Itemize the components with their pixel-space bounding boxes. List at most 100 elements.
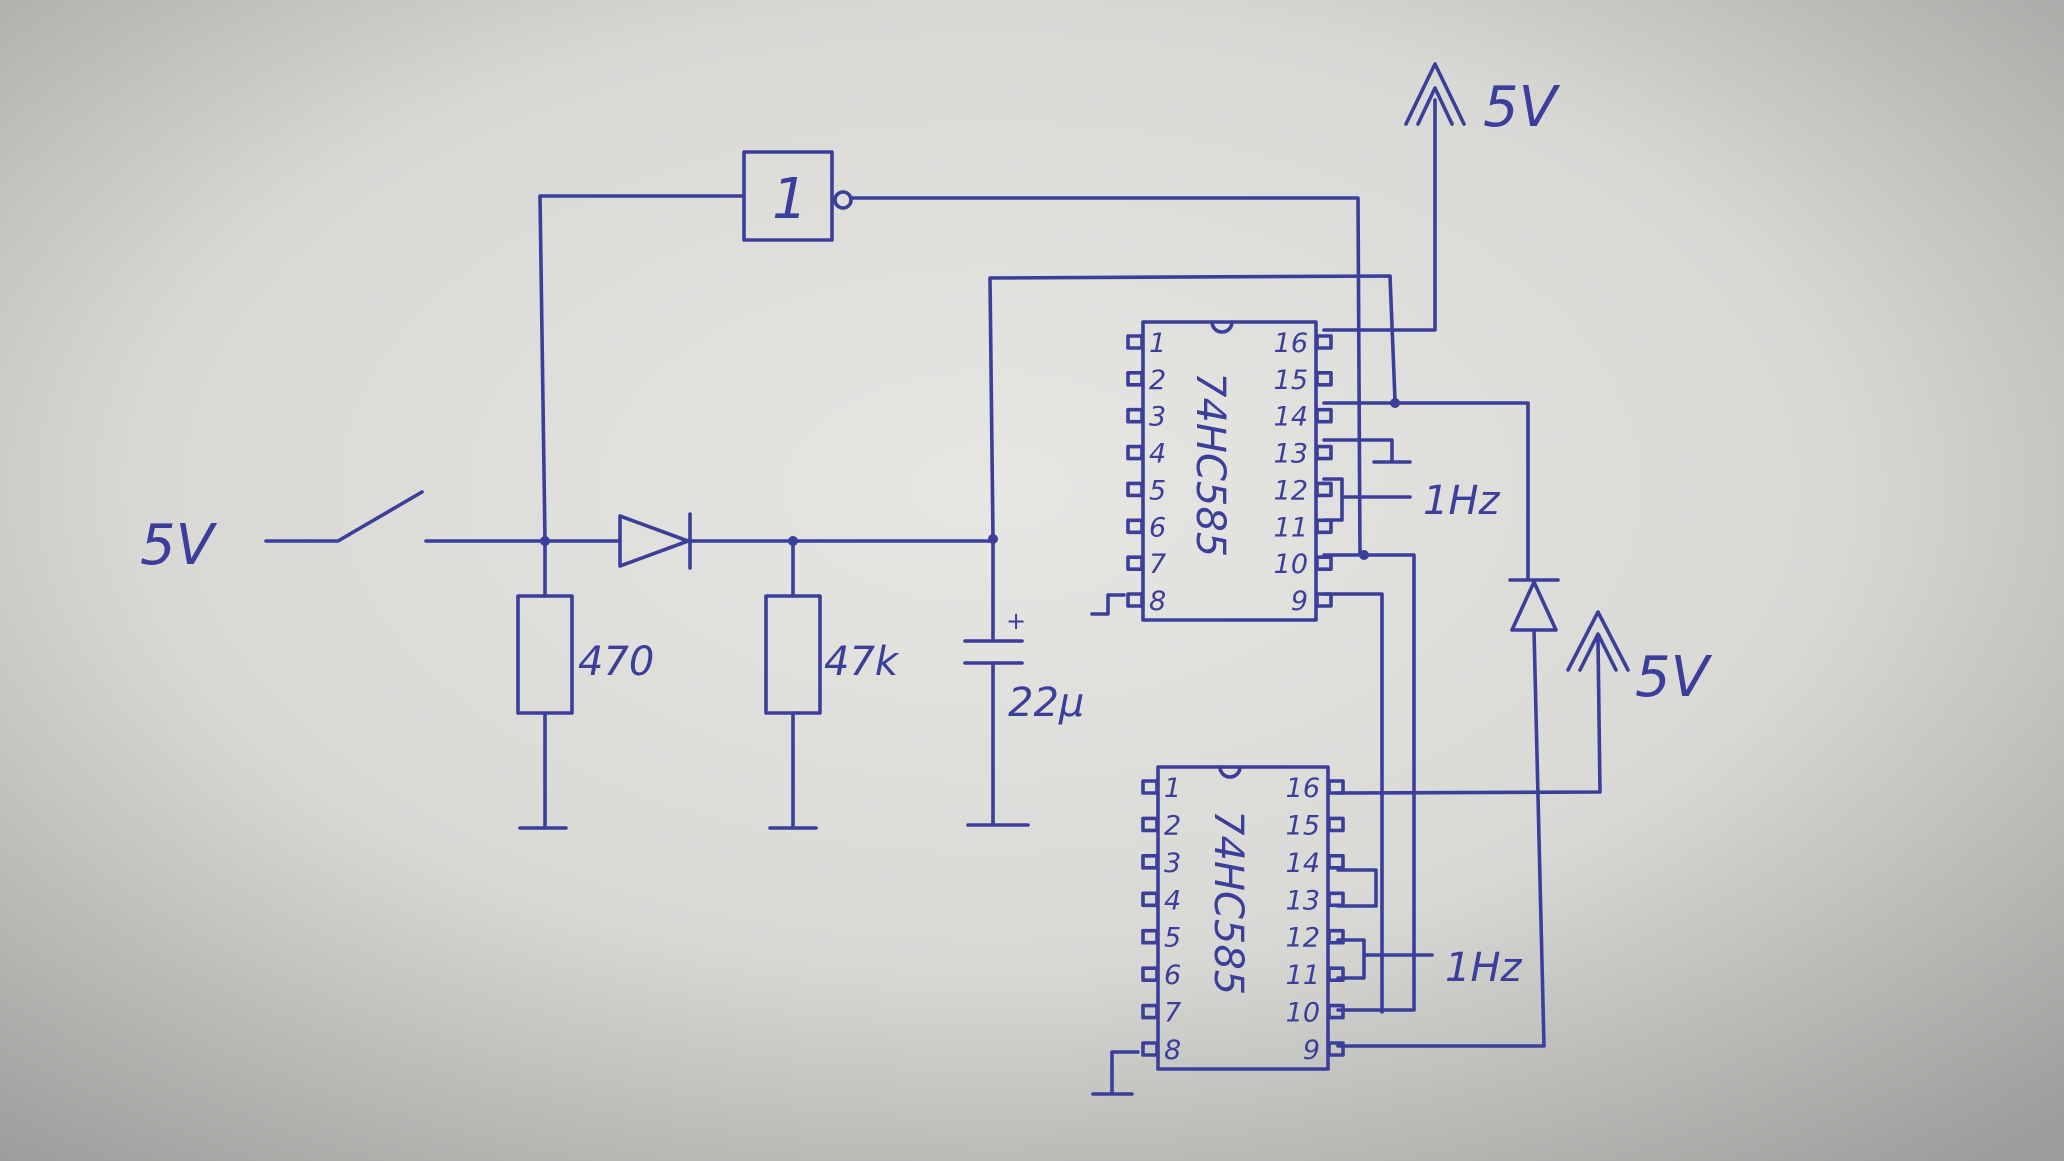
ic_lower-left-pin-6: [1141, 966, 1159, 982]
ic_lower-left-pin-2: [1141, 816, 1159, 833]
ic_lower-right-pin-11: [1327, 966, 1345, 982]
right-5v-label: 5V: [1635, 645, 1713, 710]
ic_upper-left-pin-label: 7: [1149, 549, 1166, 580]
ic_lower-right-pin-16: [1327, 779, 1345, 795]
ground-r2: [768, 711, 818, 830]
ic_upper-right-pin-label: 10: [1274, 549, 1308, 580]
switch-arm: [264, 490, 424, 543]
ic_upper-left-pin-label: 1: [1149, 328, 1166, 359]
wire-clock-lower: [1336, 938, 1434, 980]
resistor-470-label: 470: [578, 639, 654, 685]
wire-clock-upper: [1322, 477, 1412, 522]
ground-pin13: [1322, 438, 1412, 464]
ic-lower-part: 74HC585: [1205, 810, 1251, 995]
ground-lower-13-14: [1336, 868, 1378, 908]
ic_upper-right-pin-13: [1315, 444, 1333, 461]
ic_upper-right-pin-12: [1315, 481, 1333, 498]
ic_lower-right-pin-10: [1327, 1003, 1345, 1020]
ic_lower-right-pin-label: 15: [1286, 810, 1320, 841]
ic_lower-right-pin-label: 9: [1303, 1035, 1320, 1066]
ic_lower-left-pin-label: 5: [1164, 923, 1181, 954]
ic_upper-left-pin-1: [1126, 334, 1144, 350]
wire-lower-pin16-to-5v: [1336, 638, 1602, 795]
ic_lower-right-pin-14: [1327, 854, 1345, 870]
ic_lower-right-pin-label: 13: [1286, 885, 1320, 916]
ic_upper-right-pin-label: 9: [1291, 586, 1308, 617]
inverter-bubble: [833, 190, 853, 210]
capacitor-22u: + 22µ: [963, 274, 1397, 827]
top-5v-label: 5V: [1483, 75, 1561, 140]
ic_lower-left-pin-4: [1141, 891, 1159, 908]
ic_upper-left-pin-5: [1126, 481, 1144, 498]
diode-triangle: [618, 514, 690, 568]
ground-lower-pin8: [1091, 1050, 1140, 1096]
ic_lower-right-pin-label: 14: [1286, 848, 1320, 879]
ic_upper-left-pin-label: 4: [1149, 439, 1166, 470]
ic_upper-right-pin-label: 11: [1274, 512, 1308, 543]
ic_lower-left-pin-1: [1141, 779, 1159, 795]
ic_lower-left-pin-label: 6: [1164, 960, 1181, 991]
ic_lower-left-pin-label: 1: [1164, 773, 1181, 804]
ic_upper-right-pin-label: 12: [1274, 475, 1308, 506]
ic_lower-right-pin-13: [1327, 891, 1345, 908]
ic_lower-left-pin-label: 4: [1164, 885, 1181, 916]
ic_lower-left-pin-8: [1141, 1041, 1159, 1057]
lower-clock-label: 1Hz: [1445, 945, 1523, 991]
ic_upper-right-pin-label: 15: [1274, 365, 1308, 396]
ic_upper-left-pin-8: [1126, 592, 1144, 608]
ground-cap: [966, 661, 1030, 827]
input-5v-label: 5V: [140, 513, 218, 578]
ic-upper-body: [1141, 320, 1318, 622]
ic_lower-right-pin-label: 16: [1286, 773, 1320, 804]
ic_lower-right-pin-9: [1327, 1041, 1345, 1057]
capacitor-plus: +: [1006, 607, 1026, 635]
wire-inverter-out: [849, 196, 1362, 557]
ic_upper-left-pin-6: [1126, 518, 1144, 535]
diode-series: [543, 512, 998, 570]
ic_upper-left-pin-label: 8: [1149, 586, 1166, 617]
wire-diode2-to-pin9: [1336, 628, 1546, 1048]
ic-lower-body: [1156, 765, 1330, 1071]
junction-node-5: [1359, 550, 1369, 560]
wire-pin9-chain: [1322, 592, 1384, 1014]
ic_upper-left-pin-3: [1126, 407, 1144, 424]
ic_upper-left-pin-label: 3: [1149, 402, 1166, 433]
ic_lower-left-pin-3: [1141, 854, 1159, 870]
ic_lower-left-pin-label: 8: [1164, 1035, 1181, 1066]
ic_upper-left-pin-label: 5: [1149, 475, 1166, 506]
top-5v-arrow: [1404, 62, 1466, 126]
ic_lower-left-pin-label: 3: [1164, 848, 1181, 879]
ic_lower-left-pin-label: 7: [1164, 998, 1181, 1029]
ic-upper-part: 74HC585: [1187, 372, 1233, 557]
inverter-loop: 1: [538, 150, 1362, 557]
ic-upper-notch: [1210, 320, 1234, 334]
ic_upper-right-pin-16: [1315, 334, 1333, 350]
right-5v-arrow: [1566, 610, 1630, 672]
ic_upper-right-pin-label: 13: [1274, 439, 1308, 470]
ic-lower-notch: [1218, 765, 1242, 779]
ic_lower-left-pin-7: [1141, 1003, 1159, 1020]
ic_upper-right-pin-14: [1315, 407, 1333, 424]
ic_lower-left-pin-label: 2: [1164, 810, 1181, 841]
ic_lower-right-pin-12: [1327, 928, 1345, 945]
ic_upper-left-pin-4: [1126, 444, 1144, 461]
ground-upper-pin8: [1090, 593, 1126, 616]
resistor-47k: 47k: [764, 539, 900, 830]
ic_lower-right-pin-label: 11: [1286, 960, 1320, 991]
capacitor-label: 22µ: [1008, 680, 1084, 726]
ic_lower-right-pin-label: 10: [1286, 998, 1320, 1029]
inverter-label: 1: [772, 167, 808, 232]
ic-lower: 74HC585 1 16 2 15 3 14 4 13 5 12 6 11 7 10 8 9: [1141, 765, 1345, 1071]
ic-upper-wiring: 5V 1Hz: [1090, 62, 1561, 1014]
ic_upper-right-pin-label: 16: [1274, 328, 1308, 359]
ic-lower-pins: 1 16 2 15 3 14 4 13 5 12 6 11 7 10 8 9: [1141, 773, 1345, 1066]
resistor-47k-label: 47k: [824, 639, 900, 685]
wire-cap-to-pin14: [988, 274, 1397, 541]
ic_lower-left-pin-5: [1141, 928, 1159, 945]
ic_lower-right-pin-label: 12: [1286, 923, 1320, 954]
